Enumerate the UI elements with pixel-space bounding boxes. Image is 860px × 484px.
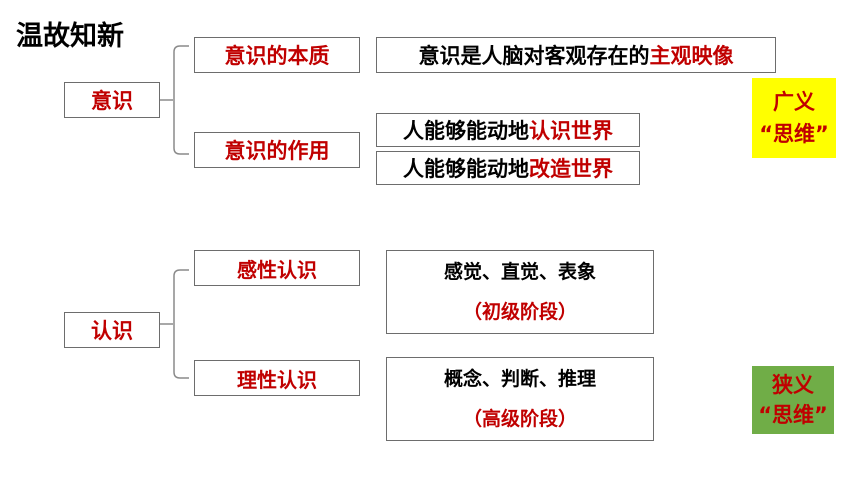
cognition-root-box: 认识 [64, 312, 160, 348]
rational-stage: （高级阶段） [462, 408, 577, 430]
page-title: 温故知新 [16, 21, 124, 52]
broad-thinking-badge: 广义 “思维” [752, 78, 836, 158]
consciousness-root-label: 意识 [91, 89, 133, 113]
perceptual-content-box: 感觉、直觉、表象 （初级阶段） [386, 250, 654, 334]
perceptual-stage: （初级阶段） [462, 301, 577, 323]
function-item-1-box: 人能够能动地认识世界 [376, 113, 640, 147]
function-item-2-box: 人能够能动地改造世界 [376, 151, 640, 185]
function-item-1-highlight: 认识世界 [529, 119, 613, 143]
bracket-cognition [173, 269, 189, 379]
bracket-consciousness [173, 45, 189, 155]
perceptual-label-box: 感性认识 [194, 250, 360, 286]
nature-label-box: 意识的本质 [194, 37, 360, 73]
function-item-2-highlight: 改造世界 [529, 157, 613, 181]
rational-content-line1: 概念、判断、推理 [443, 368, 596, 390]
cognition-root-label: 认识 [91, 319, 133, 343]
rational-content-box: 概念、判断、推理 （高级阶段） [386, 357, 654, 441]
nature-desc-highlight: 主观映像 [649, 44, 734, 68]
consciousness-root-box: 意识 [64, 82, 160, 118]
function-label-box: 意识的作用 [194, 132, 360, 168]
narrow-thinking-badge: 狭义 “思维” [752, 366, 834, 434]
rational-label: 理性认识 [237, 367, 317, 392]
narrow-badge-line2: “思维” [758, 403, 828, 427]
narrow-badge-line1: 狭义 [772, 373, 814, 397]
broad-badge-line1: 广义 [773, 90, 815, 114]
perceptual-content-line1: 感觉、直觉、表象 [443, 261, 596, 283]
broad-badge-line2: “思维” [759, 122, 829, 146]
function-item-2-plain: 人能够能动地 [403, 157, 529, 181]
nature-desc-plain: 意识是人脑对客观存在的 [418, 44, 650, 68]
perceptual-label: 感性认识 [237, 257, 317, 282]
nature-description-box: 意识是人脑对客观存在的主观映像 [376, 37, 776, 73]
nature-label: 意识的本质 [224, 44, 330, 68]
function-label: 意识的作用 [224, 139, 330, 163]
rational-label-box: 理性认识 [194, 360, 360, 396]
function-item-1-plain: 人能够能动地 [403, 119, 529, 143]
